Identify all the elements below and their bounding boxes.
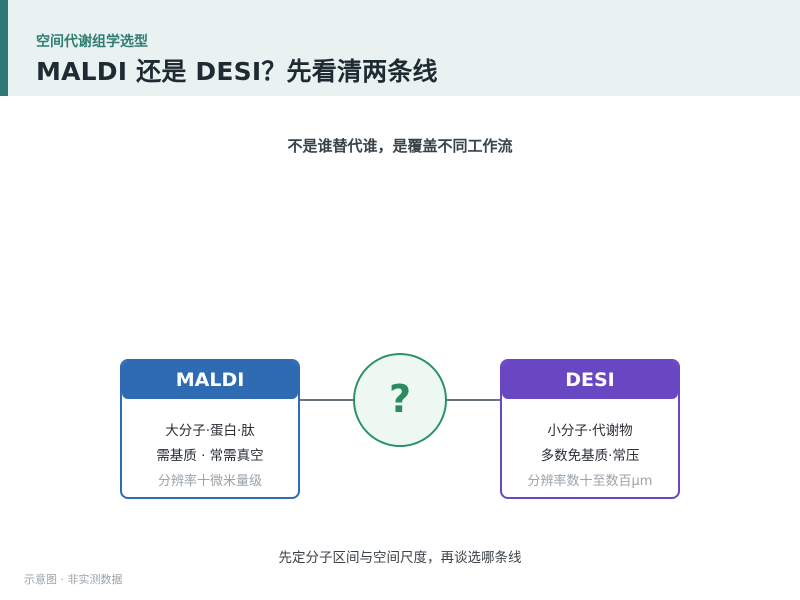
header: 空间代谢组学选型 MALDI 还是 DESI？先看清两条线 [0, 0, 800, 96]
caption: 先定分子区间与空间尺度，再谈选哪条线 [278, 550, 522, 566]
maldi-card-line-2: 需基质 · 常需真空 [156, 448, 264, 464]
desi-card-note: 分辨率数十至数百μm [527, 474, 653, 489]
maldi-card-note: 分辨率十微米量级 [157, 474, 262, 489]
question-mark-icon: ? [353, 353, 447, 447]
maldi-card-line-1: 大分子·蛋白·肽 [165, 423, 255, 439]
maldi-card-title: MALDI [122, 361, 298, 399]
header-accent-bar [0, 0, 8, 96]
desi-card-body: 小分子·代谢物 多数免基质·常压 分辨率数十至数百μm [502, 399, 678, 494]
header-eyebrow: 空间代谢组学选型 [36, 34, 148, 50]
maldi-card: MALDI 大分子·蛋白·肽 需基质 · 常需真空 分辨率十微米量级 [120, 359, 300, 499]
desi-card-title: DESI [502, 361, 678, 399]
maldi-card-body: 大分子·蛋白·肽 需基质 · 常需真空 分辨率十微米量级 [122, 399, 298, 494]
desi-card-line-2: 多数免基质·常压 [540, 448, 640, 464]
page-title: MALDI 还是 DESI？先看清两条线 [36, 57, 438, 86]
footnote: 示意图 · 非实测数据 [24, 573, 123, 586]
subtitle: 不是谁替代谁，是覆盖不同工作流 [287, 137, 513, 155]
desi-card: DESI 小分子·代谢物 多数免基质·常压 分辨率数十至数百μm [500, 359, 680, 499]
desi-card-line-1: 小分子·代谢物 [547, 423, 633, 439]
